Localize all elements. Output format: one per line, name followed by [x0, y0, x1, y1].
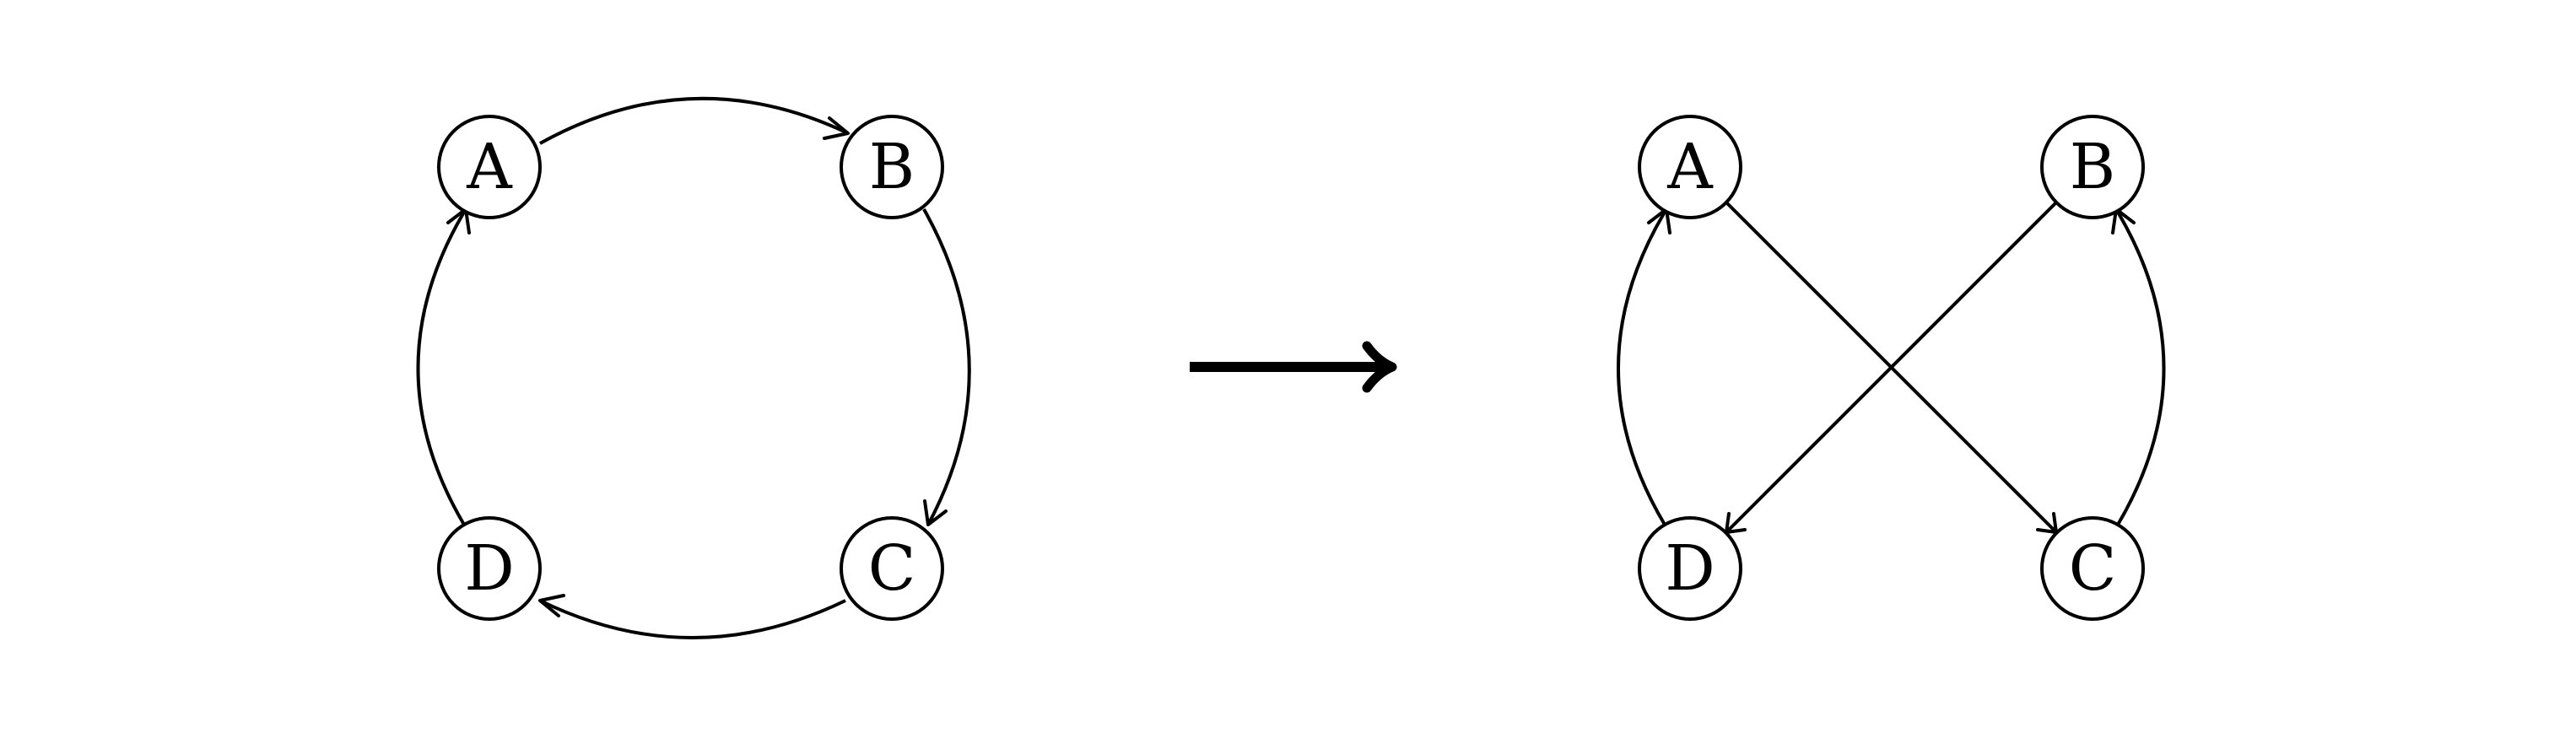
- left-node-b: B: [840, 115, 944, 219]
- node-label: D: [1665, 532, 1715, 605]
- left-edge-c-to-d: [538, 594, 846, 639]
- node-label: B: [869, 131, 915, 203]
- arrowhead-icon: [923, 499, 948, 526]
- right-arrow-icon: [1190, 341, 1397, 393]
- left-edge-a-to-b: [539, 96, 850, 145]
- node-label: B: [2070, 131, 2115, 203]
- node-label: C: [868, 532, 916, 605]
- right-node-b: B: [2040, 115, 2145, 219]
- right-node-d: D: [1638, 516, 1742, 621]
- right-node-c: C: [2040, 516, 2145, 621]
- node-label: A: [1666, 131, 1714, 203]
- arrowhead-icon: [538, 594, 565, 617]
- left-edge-b-to-c: [922, 208, 971, 526]
- node-label: A: [466, 131, 513, 203]
- left-node-c: C: [840, 516, 944, 621]
- left-node-a: A: [437, 115, 542, 219]
- right-edge-d-to-a: [1617, 208, 1671, 526]
- arrowhead-icon: [823, 116, 850, 140]
- node-label: C: [2069, 532, 2117, 605]
- right-node-a: A: [1638, 115, 1742, 219]
- node-label: D: [464, 532, 514, 605]
- left-edge-d-to-a: [416, 208, 471, 526]
- right-graph: A B C D: [1617, 115, 2166, 621]
- right-edge-c-to-b: [2111, 208, 2166, 526]
- left-graph: A B C D: [416, 96, 971, 639]
- left-node-d: D: [437, 516, 542, 621]
